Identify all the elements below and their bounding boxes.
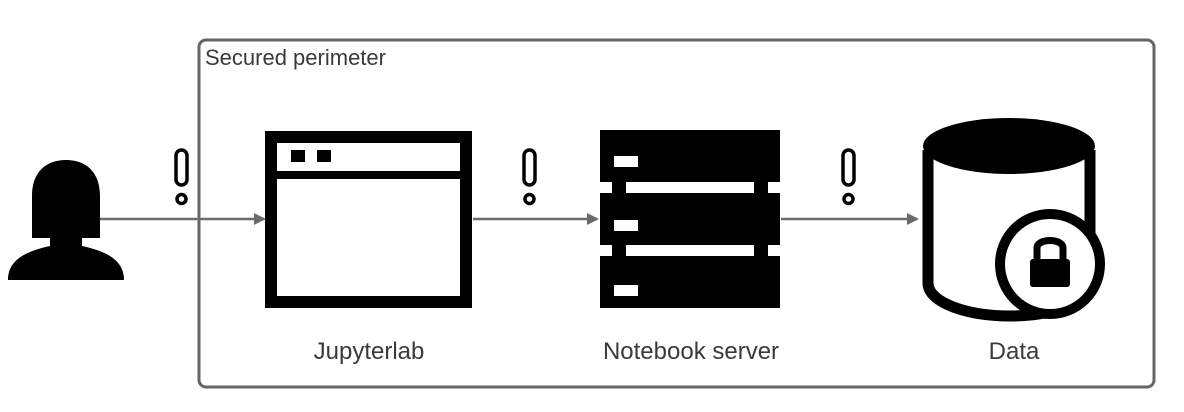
server-rack-icon [600, 130, 780, 308]
node-label-jupyterlab: Jupyterlab [314, 338, 425, 365]
secured-perimeter: Secured perimeter [197, 38, 1156, 389]
node-label-data: Data [989, 338, 1040, 365]
perimeter-label: Secured perimeter [205, 45, 386, 70]
perimeter-frame [197, 38, 1156, 389]
user-icon [8, 160, 124, 280]
node-label-notebook-server: Notebook server [603, 338, 779, 365]
locked-database-icon [922, 118, 1105, 322]
browser-window-icon [265, 131, 472, 308]
exclamation-icon [841, 148, 856, 206]
exclamation-icon [174, 148, 189, 206]
exclamation-icon [522, 148, 537, 206]
